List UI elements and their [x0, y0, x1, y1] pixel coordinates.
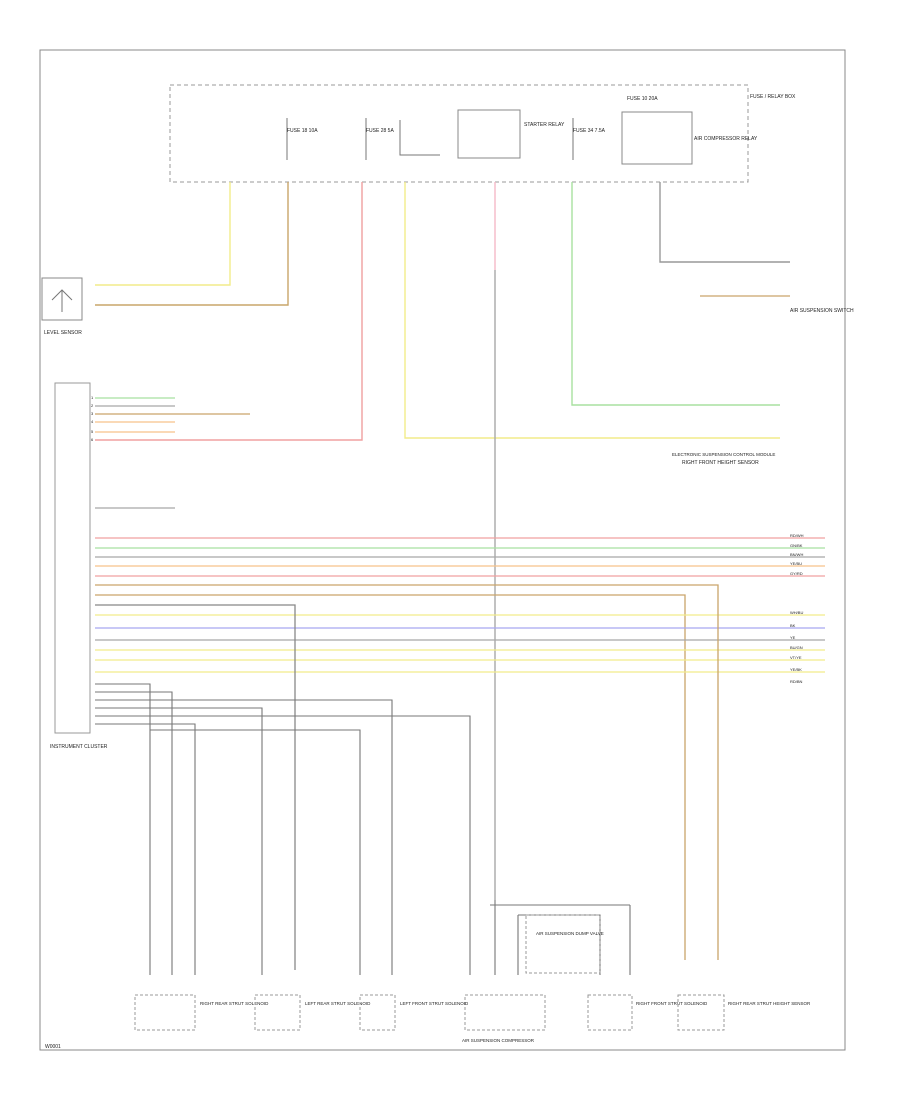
wire-code: YE	[790, 635, 796, 640]
wire-code: BK	[790, 623, 796, 628]
wire-code: YE/BK	[790, 667, 802, 672]
diagram-frame	[39, 49, 846, 1051]
wire-code: VT/YE	[790, 655, 802, 660]
wire-code: BU/GN	[790, 645, 803, 650]
fuse-label-1: FUSE 18 10A	[287, 128, 318, 134]
component-box-3	[359, 994, 396, 1031]
left-module-label: INSTRUMENT CLUSTER	[50, 744, 108, 750]
bottom-components: RIGHT REAR STRUT SOLENOID LEFT REAR STRU…	[134, 994, 811, 1043]
compressor-relay-symbol	[621, 111, 693, 165]
lower-wires	[95, 683, 631, 975]
relay-label-1: STARTER RELAY	[524, 122, 565, 128]
component-label-4: AIR SUSPENSION COMPRESSOR	[462, 1038, 535, 1043]
component-box-5	[587, 994, 633, 1031]
fuse-box-wires	[95, 182, 790, 900]
bus-wire-gray-3	[95, 604, 296, 970]
dump-valve: AIR SUSPENSION DUMP VALVE	[525, 914, 604, 974]
starter-relay-symbol	[457, 109, 521, 159]
dump-valve-label: AIR SUSPENSION DUMP VALVE	[536, 931, 604, 936]
component-box-6	[677, 994, 725, 1031]
pin-labels: 1 2 3 4 5 6	[91, 395, 94, 442]
wire-code: YE/BU	[790, 561, 802, 566]
relay-label-2: AIR COMPRESSOR RELAY	[694, 136, 758, 142]
module-top-wires	[95, 397, 250, 509]
component-label-3: LEFT FRONT STRUT SOLENOID	[400, 1001, 469, 1006]
wire-green-1	[571, 182, 780, 406]
component-box-4	[464, 994, 546, 1031]
wire-yellow-2	[404, 182, 780, 439]
fuse-label-3: FUSE 34 7.5A	[573, 128, 606, 134]
wire-code: WH/BU	[790, 610, 803, 615]
wire-red-1	[95, 182, 363, 441]
wire-tan-1	[95, 182, 289, 306]
component-box-2	[254, 994, 301, 1031]
bus-wire-tan-2	[95, 584, 719, 960]
pin-label: 3	[91, 411, 94, 416]
component-label-6: RIGHT REAR STRUT HEIGHT SENSOR	[728, 1001, 811, 1006]
pin-label: 5	[91, 429, 94, 434]
pin-label: 2	[91, 403, 94, 408]
wire-black-1	[659, 182, 790, 263]
fuse-box-title: FUSE / RELAY BOX	[750, 94, 796, 100]
wire-yellow-1	[95, 182, 231, 286]
right-components: AIR SUSPENSION SWITCH RIGHT FRONT HEIGHT…	[682, 295, 854, 466]
level-sensor: LEVEL SENSOR	[41, 277, 83, 336]
right-component-label-2: RIGHT FRONT HEIGHT SENSOR	[682, 460, 759, 466]
right-component-label-1: AIR SUSPENSION SWITCH	[790, 308, 854, 314]
component-label-2: LEFT REAR STRUT SOLENOID	[305, 1001, 371, 1006]
footer-code: W0001	[45, 1044, 61, 1050]
fuse-label-2: FUSE 28 5A	[366, 128, 394, 134]
component-label-1: RIGHT REAR STRUT SOLENOID	[200, 1001, 269, 1006]
fuse-symbols	[286, 118, 574, 160]
component-box-1	[134, 994, 196, 1031]
component-label-5: RIGHT FRONT STRUT SOLENOID	[636, 1001, 708, 1006]
sensor-label: LEVEL SENSOR	[44, 330, 82, 336]
wire-code: GY/RD	[790, 571, 803, 576]
big-module-label: ELECTRONIC SUSPENSION CONTROL MODULE	[672, 452, 775, 457]
bus-wires	[95, 537, 825, 970]
wire-code: RD/WH	[790, 533, 804, 538]
fuse-label-4: FUSE 10 20A	[627, 96, 658, 102]
wire-code-labels: RD/WH GN/BK BN/WH YE/BU GY/RD WH/BU BK Y…	[790, 533, 804, 684]
wire-code: RD/BN	[790, 679, 803, 684]
pin-label: 1	[91, 395, 94, 400]
wire-code: BN/WH	[790, 552, 803, 557]
bus-wire-tan	[95, 594, 686, 960]
pin-label: 6	[91, 437, 94, 442]
left-module: INSTRUMENT CLUSTER	[50, 382, 108, 750]
pin-label: 4	[91, 419, 94, 424]
fuse-relay-box: FUSE / RELAY BOX FUSE 18 10A FUSE 28 5A …	[169, 84, 796, 183]
wire-code: GN/BK	[790, 543, 803, 548]
